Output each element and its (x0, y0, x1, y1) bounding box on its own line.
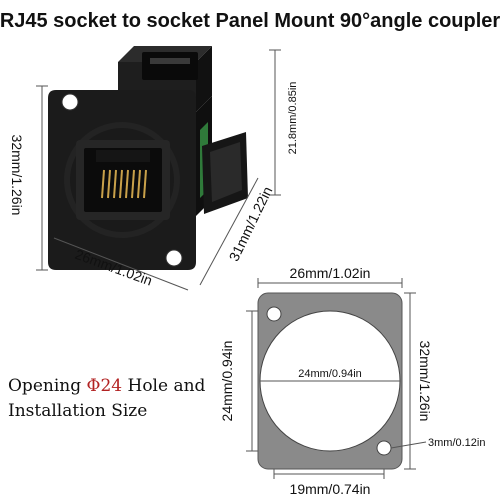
screw-hole-top-left (266, 306, 282, 322)
mount-hole-top-left (62, 94, 78, 110)
mount-hole-bottom-right (166, 250, 182, 266)
note-line1-start: Opening (8, 376, 87, 396)
dim-plate-width-top: 26mm/1.02in (290, 265, 371, 281)
dim-depth-top: 21.8mm/0.85in (287, 82, 299, 155)
dim-height-left: 32mm/1.26in (9, 135, 25, 216)
gold-contacts (101, 169, 147, 199)
product-title: RJ45 socket to socket Panel Mount 90°ang… (0, 10, 500, 32)
svg-text:Opening Φ24 Hole and: Opening Φ24 Hole and (8, 376, 206, 396)
screw-hole-bottom-right (376, 440, 392, 456)
coupler-illustration (48, 46, 248, 270)
dim-hole-height-left: 24mm/0.94in (219, 341, 235, 422)
dim-hole-spacing-bottom: 19mm/0.74in (290, 481, 371, 497)
coupler-dimension-lines (36, 49, 281, 291)
mounting-plate-drawing: 26mm/1.02in 24mm/0.94in 24mm/0.94in 32mm… (219, 265, 485, 497)
note-line2: Installation Size (8, 401, 147, 421)
note-diameter-highlight: Φ24 (87, 376, 123, 396)
rear-socket-opening (142, 52, 198, 80)
dim-mount-hole: 3mm/0.12in (428, 437, 485, 449)
installation-note: Opening Φ24 Hole and Installation Size (8, 376, 206, 421)
dim-hole-diameter: 24mm/0.94in (298, 368, 362, 380)
dim-plate-height-right: 32mm/1.26in (417, 341, 433, 422)
note-line1-end: Hole and (122, 376, 205, 396)
